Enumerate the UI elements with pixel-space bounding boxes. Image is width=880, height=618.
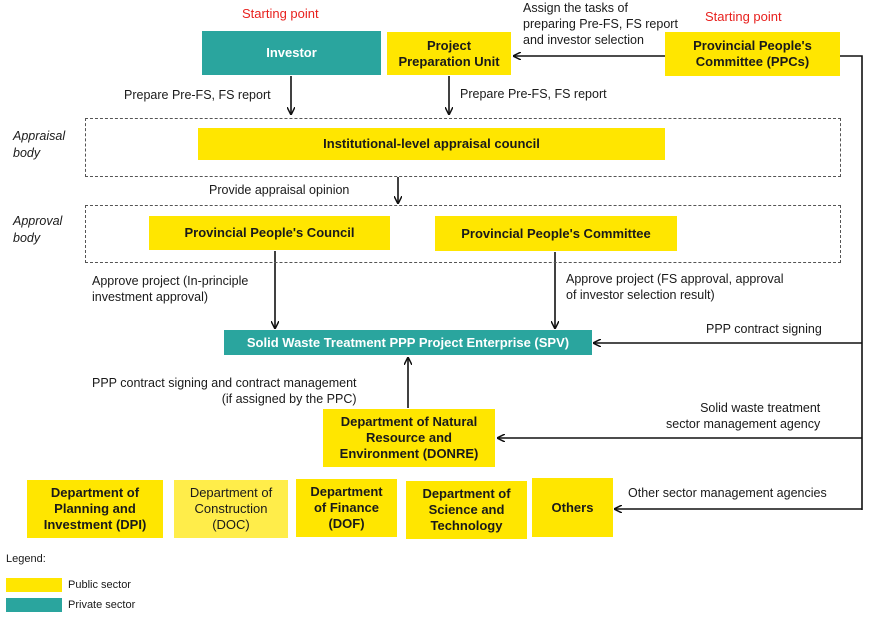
provincial-council-node: Provincial People's Council: [149, 216, 390, 250]
ppp-signing-label: PPP contract signing: [706, 322, 822, 336]
spv-node: Solid Waste Treatment PPP Project Enterp…: [224, 330, 592, 355]
prepare-label-left: Prepare Pre-FS, FS report: [124, 88, 271, 102]
doc-node: Department of Construction (DOC): [174, 480, 288, 538]
appraisal-body-label: Appraisal body: [13, 129, 66, 160]
dpi-node: Department of Planning and Investment (D…: [27, 480, 163, 538]
donre-node: Department of Natural Resource and Envir…: [323, 409, 495, 467]
legend-public-label: Public sector: [68, 579, 131, 591]
approve-left-label: Approve project (In-principle investment…: [92, 274, 249, 304]
approve-right-label: Approve project (FS approval, approval o…: [566, 272, 784, 302]
solid-waste-agency-label: Solid waste treatment sector management …: [666, 401, 821, 431]
approval-body-label: Approval body: [13, 214, 63, 245]
assign-tasks-label: Assign the tasks of preparing Pre-FS, FS…: [523, 1, 678, 47]
investor-node: Investor: [202, 31, 381, 75]
legend-private-swatch: [6, 598, 62, 612]
appraisal-opinion-label: Provide appraisal opinion: [209, 183, 350, 197]
approval-body-frame: [85, 205, 841, 263]
appraisal-body-frame: [85, 118, 841, 177]
provincial-committee-node: Provincial People's Committee: [435, 216, 677, 251]
legend-private-label: Private sector: [68, 599, 136, 611]
starting-point-left: Starting point: [242, 6, 319, 21]
right-trunk-line: [840, 55, 863, 510]
legend-title: Legend:: [6, 553, 46, 565]
legend-public-swatch: [6, 578, 62, 592]
starting-point-right: Starting point: [705, 9, 782, 24]
others-node: Others: [532, 478, 613, 537]
other-agencies-label: Other sector management agencies: [628, 486, 827, 500]
ppp-management-label: PPP contract signing and contract manage…: [92, 376, 357, 406]
dost-node: Department of Science and Technology: [406, 481, 527, 539]
dof-node: Department of Finance (DOF): [296, 479, 397, 537]
prepare-label-right: Prepare Pre-FS, FS report: [460, 87, 607, 101]
ppc-top-node: Provincial People's Committee (PPCs): [665, 32, 840, 76]
appraisal-council-node: Institutional-level appraisal council: [198, 128, 665, 160]
project-preparation-unit-node: Project Preparation Unit: [387, 32, 511, 75]
